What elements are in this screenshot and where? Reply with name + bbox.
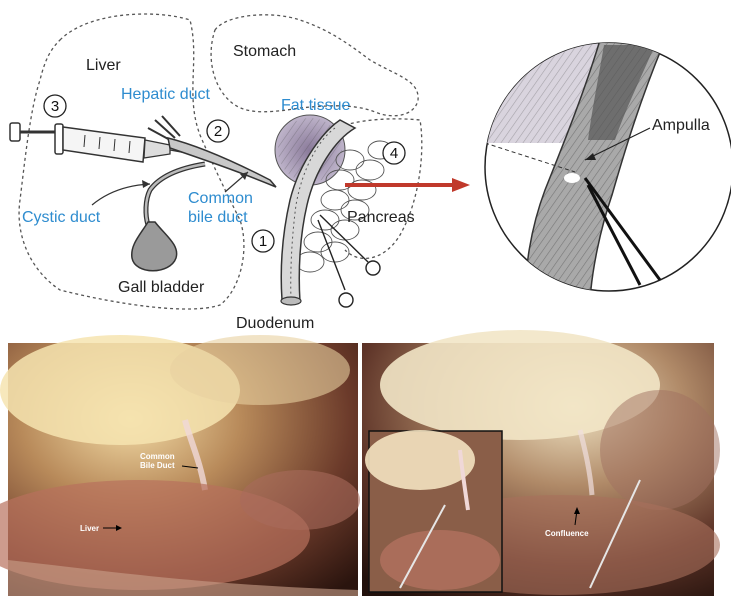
marker-2: 2 xyxy=(207,120,229,142)
forceps-icon xyxy=(318,215,380,307)
label-duodenum: Duodenum xyxy=(236,315,314,332)
pancreas-outline xyxy=(345,119,422,259)
label-ampulla: Ampulla xyxy=(652,117,710,134)
label-fat-tissue: Fat tissue xyxy=(281,97,350,114)
photo-left-label-liver: Liver xyxy=(80,524,99,533)
marker-3: 3 xyxy=(44,95,66,117)
photo-left-label-cbd-2: Bile Duct xyxy=(140,461,175,470)
marker-1: 1 xyxy=(252,230,274,252)
marker-4: 4 xyxy=(383,142,405,164)
cystic-duct-pointer xyxy=(92,184,150,205)
label-gall-bladder: Gall bladder xyxy=(118,279,205,296)
label-cystic-duct: Cystic duct xyxy=(22,209,101,226)
ampulla-zoom: Ampulla xyxy=(485,40,731,300)
label-liver: Liver xyxy=(86,57,121,74)
photo-right-label-confluence: Confluence xyxy=(545,529,589,538)
anatomy-schematic: 3 2 4 1 Liver Stomach Hepatic duct Fat t… xyxy=(10,14,470,332)
svg-text:2: 2 xyxy=(214,123,222,140)
svg-text:1: 1 xyxy=(259,233,267,250)
svg-text:3: 3 xyxy=(51,98,59,115)
label-stomach: Stomach xyxy=(233,43,296,60)
label-common-bile-duct-2: bile duct xyxy=(188,209,248,226)
photo-left-label-cbd-1: Common xyxy=(140,452,175,461)
gall-bladder-shape xyxy=(132,222,177,271)
photo-right: Confluence xyxy=(362,330,720,596)
label-common-bile-duct-1: Common xyxy=(188,190,253,207)
photo-left: Common Bile Duct Liver xyxy=(0,335,360,596)
label-hepatic-duct: Hepatic duct xyxy=(121,86,210,103)
label-pancreas: Pancreas xyxy=(347,209,415,226)
svg-text:4: 4 xyxy=(390,145,398,162)
common-bile-duct-shape xyxy=(168,138,276,187)
